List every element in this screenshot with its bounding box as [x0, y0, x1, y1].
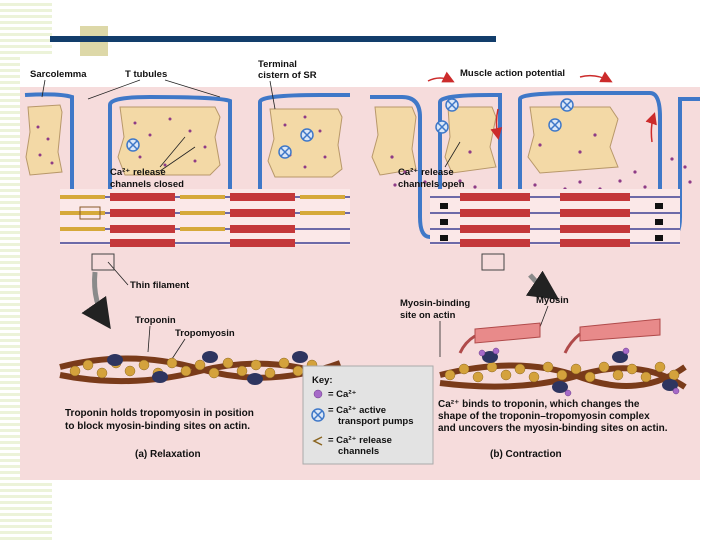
white-top-band-left — [20, 57, 700, 87]
key-title: Key: — [312, 375, 333, 386]
label-troponin: Troponin — [135, 315, 176, 326]
key-pump-2: transport pumps — [338, 416, 413, 427]
key-calcium: = Ca²⁺ — [328, 389, 357, 400]
leader-lines-channels-left — [159, 136, 196, 172]
caption-relaxation-2: to block myosin-binding sites on actin. — [65, 421, 250, 432]
label-ca-channels-open-1: Ca²⁺ release — [398, 167, 454, 178]
sr-cistern-right-3 — [527, 106, 619, 174]
ca-pump-icon — [311, 408, 325, 422]
action-potential-arrow-3 — [490, 108, 503, 140]
sr-cistern-right-1 — [371, 106, 417, 176]
ca-pump-icons-right — [435, 98, 574, 134]
sr-cistern-left-3 — [267, 108, 343, 178]
action-potential-arrow-2 — [579, 71, 613, 83]
label-ca-channels-closed-2: channels closed — [110, 179, 184, 190]
leader-channels-open — [444, 141, 461, 168]
label-myosin: Myosin — [536, 295, 569, 306]
ca-pump-icons-left — [126, 128, 314, 159]
sr-calcium-dots-left — [36, 115, 327, 169]
zoom-arrow-right — [525, 270, 560, 300]
key-box: Key: = Ca²⁺ = Ca²⁺ active transport pump… — [302, 365, 434, 465]
panel-title-contraction: (b) Contraction — [490, 449, 562, 460]
label-myosin-binding-site-1: Myosin-binding — [400, 298, 470, 309]
label-tropomyosin: Tropomyosin — [175, 328, 235, 339]
myofibril-left — [60, 189, 350, 247]
caption-contraction-1: Ca²⁺ binds to troponin, which changes th… — [438, 399, 640, 410]
slide-accent-bar — [50, 36, 496, 42]
label-ca-channels-closed-1: Ca²⁺ release — [110, 167, 166, 178]
leader-lines-top-left — [41, 79, 276, 110]
caption-contraction-3: and uncovers the myosin-binding sites on… — [438, 423, 668, 434]
panel-title-relaxation: (a) Relaxation — [135, 449, 201, 460]
label-thin-filament: Thin filament — [130, 280, 190, 291]
caption-contraction-2: shape of the troponin–tropomyosin comple… — [438, 411, 650, 422]
label-sarcolemma: Sarcolemma — [30, 69, 87, 80]
leader-lines-myosin — [439, 305, 549, 357]
label-terminal-cistern-2: cistern of SR — [258, 70, 317, 81]
sr-cistern-left-1 — [25, 104, 63, 176]
action-potential-arrow-1 — [427, 71, 455, 83]
zoom-box-left — [91, 253, 115, 271]
label-t-tubules: T tubules — [125, 69, 167, 80]
thin-filament-left — [59, 351, 342, 385]
key-channel-2: channels — [338, 446, 379, 457]
label-muscle-action-potential: Muscle action potential — [460, 68, 565, 79]
label-ca-channels-open-2: channels open — [398, 179, 465, 190]
key-channel-1: = Ca²⁺ release — [328, 435, 392, 446]
action-potential-arrow-4 — [645, 112, 657, 143]
calcium-ion-icon — [313, 389, 323, 399]
sr-cistern-left-2 — [117, 106, 221, 176]
muscle-contraction-figure: Sarcolemma T tubules Terminal cistern of… — [20, 57, 700, 480]
label-myosin-binding-site-2: site on actin — [400, 310, 456, 321]
sr-cistern-right-2 — [444, 106, 497, 174]
zoom-arrow-left — [81, 271, 111, 330]
caption-relaxation-1: Troponin holds tropomyosin in position — [65, 408, 254, 419]
thin-filament-right — [439, 318, 687, 397]
zoom-box-right — [481, 253, 505, 271]
ca-release-channel-icon — [312, 436, 323, 446]
label-terminal-cistern-1: Terminal — [258, 59, 297, 70]
myofibril-right — [430, 189, 680, 247]
leader-thin-filament — [107, 261, 129, 286]
key-pump-1: = Ca²⁺ active — [328, 405, 386, 416]
